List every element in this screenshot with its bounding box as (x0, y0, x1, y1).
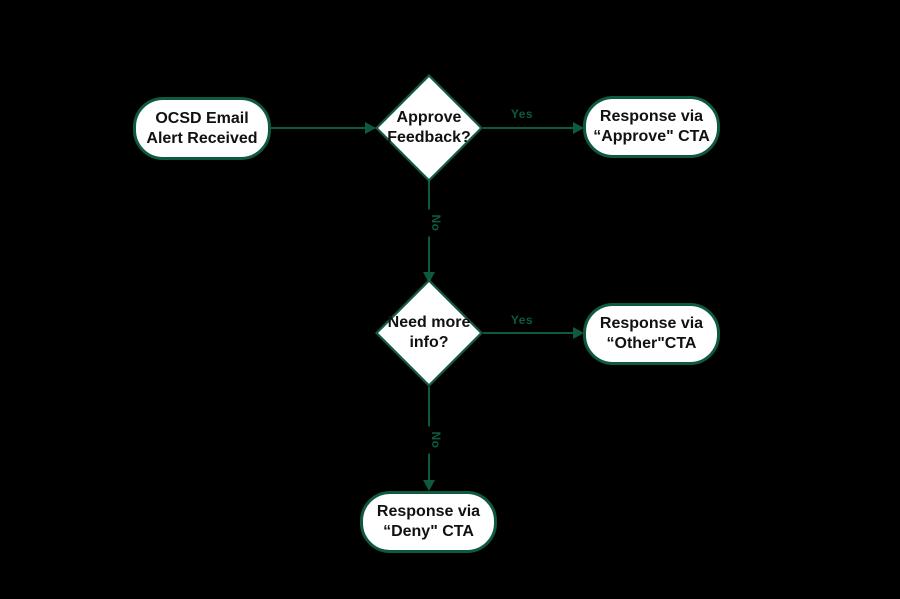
edge-label-approve-yes: Yes (510, 107, 534, 121)
node-approve-decision-label: Approve Feedback? (387, 109, 471, 146)
edge-label-info-yes: Yes (510, 313, 534, 327)
edge-label-approve-no: No (428, 209, 444, 237)
arrowhead-right-icon (573, 122, 584, 134)
edge-label-info-no: No (428, 426, 444, 454)
arrowhead-right-icon (365, 122, 376, 134)
edge-info-yes (483, 332, 575, 334)
node-other-response: Response via “Other"CTA (583, 303, 720, 365)
node-approve-response: Response via “Approve" CTA (583, 96, 720, 158)
edge-start-to-approve-decision (271, 127, 366, 129)
arrowhead-down-icon (423, 272, 435, 283)
edge-approve-yes (483, 127, 575, 129)
arrowhead-right-icon (573, 327, 584, 339)
node-deny-response: Response via “Deny" CTA (360, 491, 497, 553)
arrowhead-down-icon (423, 480, 435, 491)
node-info-decision-label: Need more info? (387, 314, 471, 351)
node-start: OCSD Email Alert Received (133, 97, 271, 160)
